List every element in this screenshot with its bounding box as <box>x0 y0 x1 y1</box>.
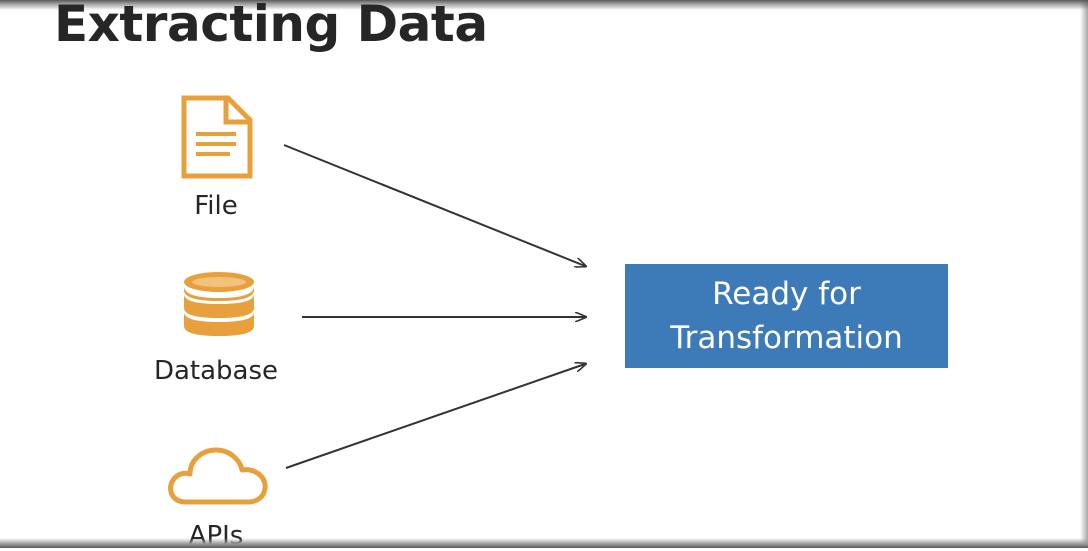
database-icon <box>181 270 257 348</box>
arrow-file-to-target <box>283 144 585 266</box>
file-document-icon <box>180 94 254 180</box>
source-label-file: File <box>194 191 238 221</box>
right-frame-shadow <box>1080 0 1088 548</box>
arrow-apis-to-target <box>285 364 585 469</box>
target-label-line2: Transformation <box>670 320 903 356</box>
target-box: Ready for Transformation <box>625 264 948 368</box>
target-label-line1: Ready for <box>712 276 861 312</box>
slide-title: Extracting Data <box>54 0 488 53</box>
bottom-frame-shadow <box>0 538 1088 548</box>
source-label-database: Database <box>153 356 279 386</box>
top-frame-shadow <box>0 0 1088 10</box>
cloud-icon <box>164 438 270 508</box>
